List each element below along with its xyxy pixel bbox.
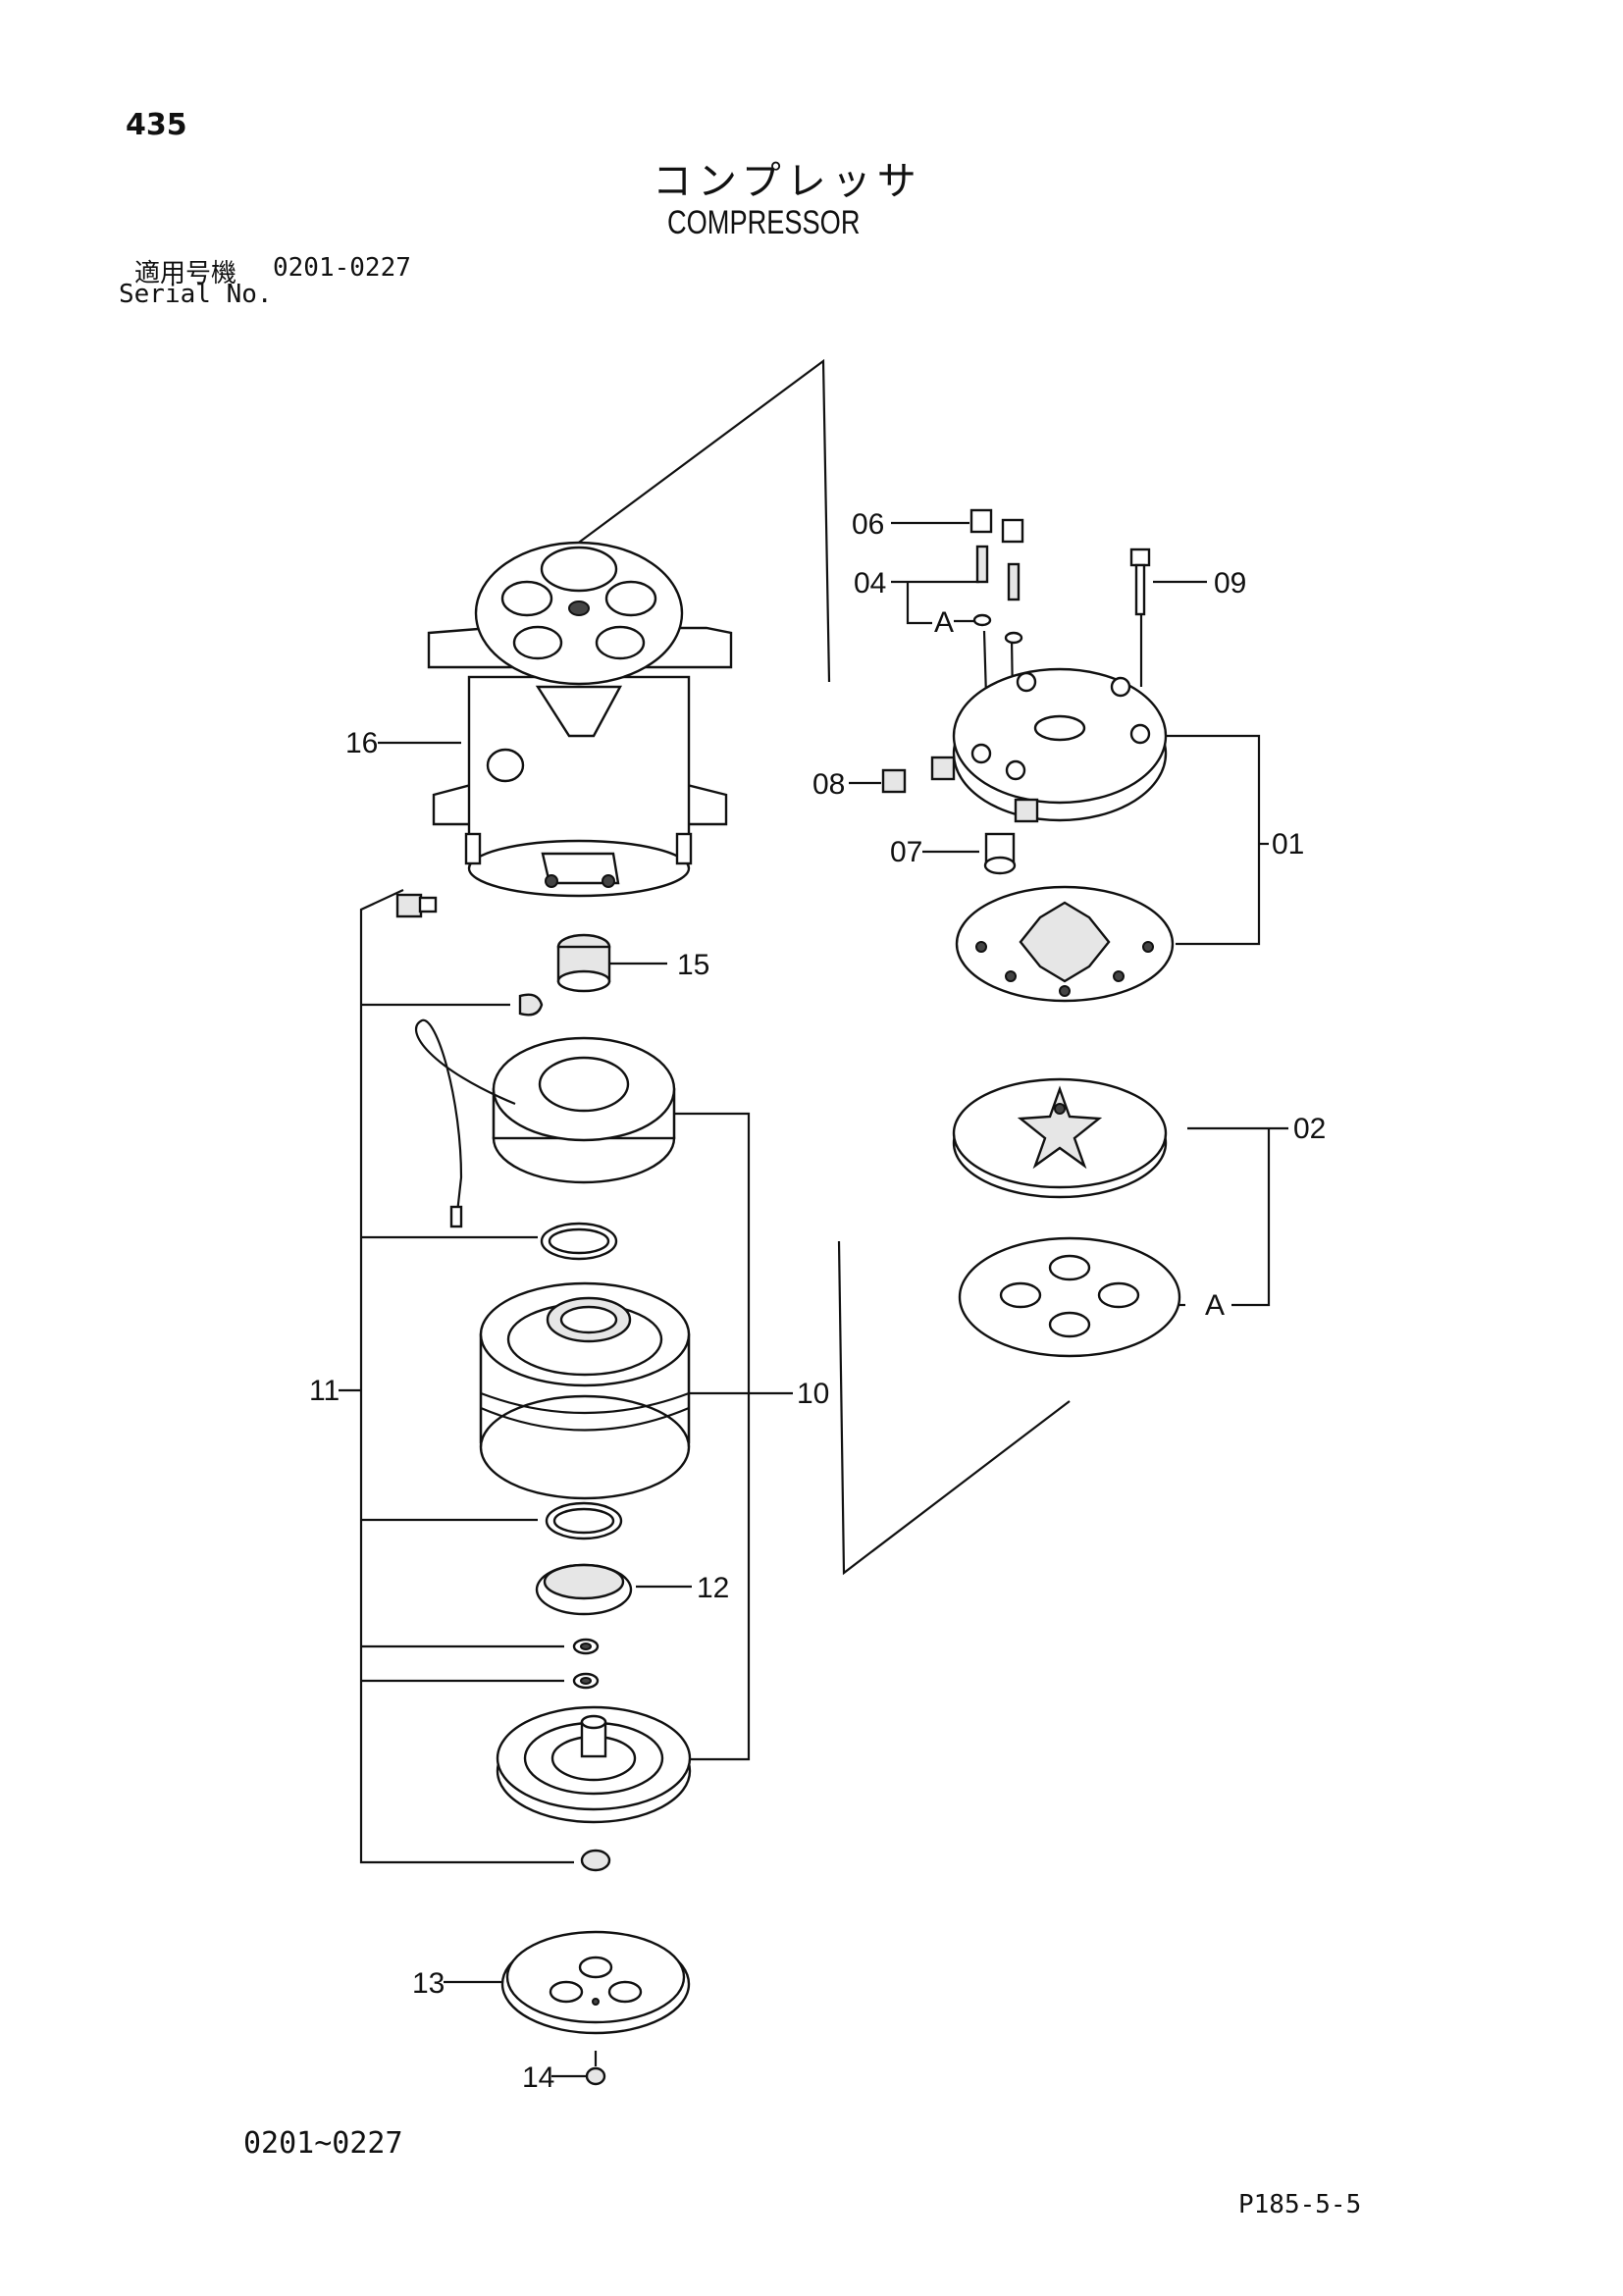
document-code: P185-5-5	[1238, 2190, 1362, 2219]
callout-06: 06	[852, 508, 884, 541]
part-10-pulley	[479, 1281, 691, 1500]
part-01-gasket	[955, 885, 1175, 1003]
serial-label-japanese: 適用号機	[134, 259, 237, 288]
callout-16: 16	[345, 727, 378, 759]
part-clutch-hub	[496, 1705, 692, 1824]
callout-15: 15	[677, 949, 709, 981]
callout-01: 01	[1272, 828, 1304, 861]
callout-07: 07	[890, 836, 922, 868]
part-snap-ring-lower	[545, 1501, 623, 1540]
part-04-fittings	[972, 545, 1023, 645]
part-01-cylinder-head	[952, 667, 1168, 822]
part-12-cover	[535, 1563, 633, 1616]
part-switch-connector	[395, 893, 438, 918]
title-english: COMPRESSOR	[667, 204, 861, 241]
part-coil	[415, 1018, 676, 1228]
title-japanese: コンプレッサ	[653, 159, 922, 204]
part-washers	[572, 1638, 600, 1690]
callout-labels: 16 15 11 10 12 13 14 06 04 A 09 08 07 01…	[309, 508, 1326, 2094]
part-09-bolt	[1129, 548, 1151, 616]
leader-lines	[339, 358, 1288, 2078]
part-02-valve-plate	[952, 1077, 1168, 1199]
part-16-compressor-body	[427, 541, 733, 898]
callout-08: 08	[812, 768, 845, 801]
callout-14: 14	[522, 2061, 554, 2094]
callout-04: 04	[854, 567, 886, 600]
callout-a-lower: A	[1205, 1289, 1225, 1322]
callout-02: 02	[1293, 1113, 1326, 1145]
serial-label-english: Serial No.	[119, 280, 273, 309]
part-08-plugs	[881, 756, 1039, 823]
part-06-caps	[969, 508, 1024, 544]
part-lock-nut	[580, 1849, 611, 1872]
part-07-valve	[983, 832, 1017, 875]
callout-11: 11	[309, 1375, 340, 1407]
footer-serial-range: 0201~0227	[243, 2126, 403, 2161]
page-number: 435	[126, 108, 187, 142]
line-compressor-to-head	[575, 358, 831, 683]
part-14-bolt	[585, 2051, 606, 2086]
callout-12: 12	[697, 1572, 729, 1604]
callout-10: 10	[797, 1378, 829, 1410]
part-key	[518, 993, 544, 1017]
serial-number-range: 0201-0227	[273, 253, 411, 283]
part-13-cover	[500, 1930, 691, 2035]
callout-13: 13	[412, 1967, 445, 2000]
part-a-gasket	[958, 1236, 1181, 1358]
part-15-plug	[556, 933, 611, 993]
part-snap-ring-upper	[540, 1222, 618, 1261]
callout-09: 09	[1214, 567, 1246, 600]
callout-a-upper: A	[934, 606, 954, 639]
